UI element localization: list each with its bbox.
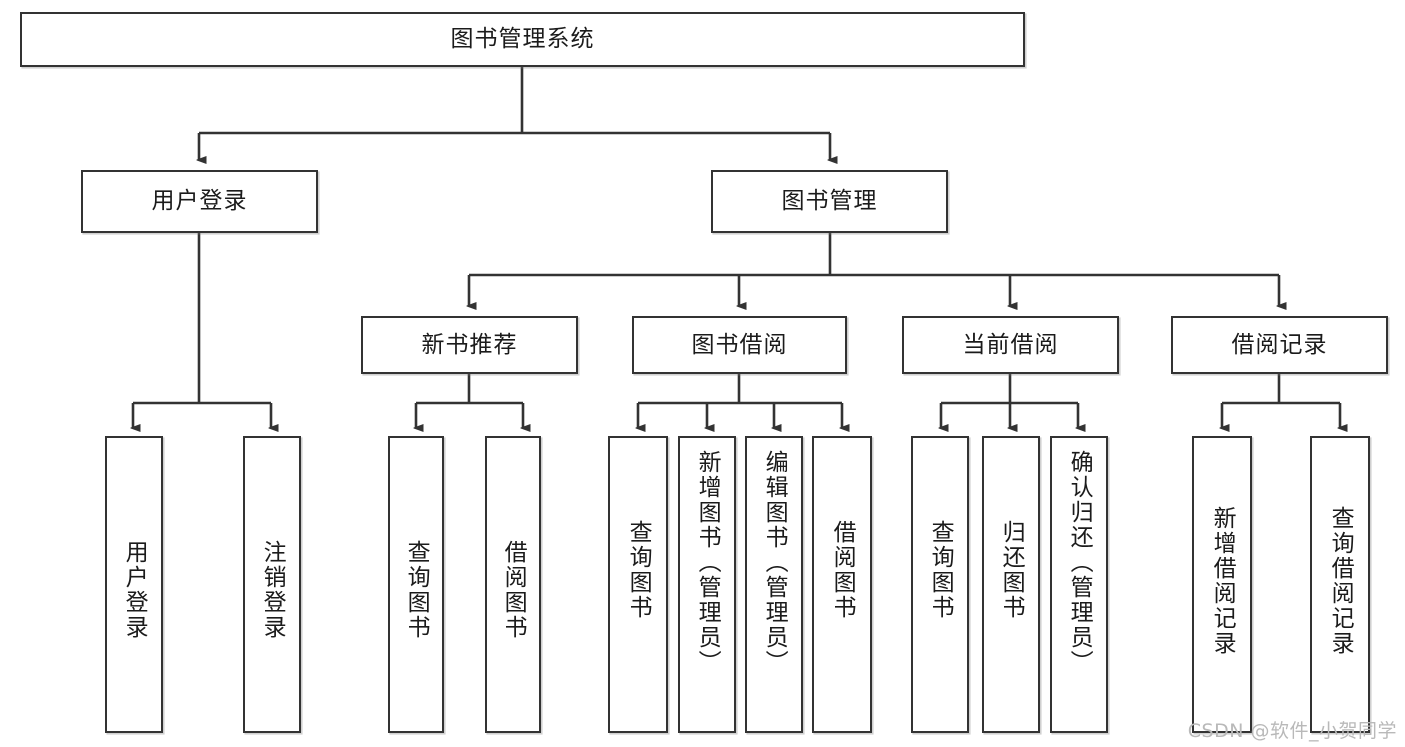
node-book-borrow[interactable]: 图书借阅 — [632, 316, 847, 374]
node-label: 新书推荐 — [421, 331, 518, 358]
node-book-management[interactable]: 图书管理 — [711, 170, 948, 233]
node-current-borrow[interactable]: 当前借阅 — [902, 316, 1119, 374]
node-label: 编辑图书（管理员） — [761, 450, 788, 675]
node-leaf-query-book-borrow[interactable]: 查询图书 — [608, 436, 668, 733]
node-label: 借阅图书 — [500, 540, 527, 640]
node-label: 查询图书 — [927, 520, 954, 620]
node-borrow-record[interactable]: 借阅记录 — [1171, 316, 1388, 374]
node-leaf-query-book-current[interactable]: 查询图书 — [911, 436, 969, 733]
node-leaf-confirm-return-admin[interactable]: 确认归还（管理员） — [1050, 436, 1108, 733]
node-leaf-return-book[interactable]: 归还图书 — [982, 436, 1040, 733]
node-user-login[interactable]: 用户登录 — [81, 170, 318, 233]
node-label: 查询图书 — [625, 520, 652, 620]
node-new-book-recommend[interactable]: 新书推荐 — [361, 316, 578, 374]
node-leaf-add-book-admin[interactable]: 新增图书（管理员） — [678, 436, 736, 733]
node-label: 图书管理系统 — [450, 26, 595, 53]
csdn-watermark: CSDN @软件_小贺同学 — [1187, 720, 1397, 742]
node-label: 借阅记录 — [1231, 331, 1328, 358]
node-leaf-add-borrow-record[interactable]: 新增借阅记录 — [1192, 436, 1252, 733]
node-leaf-borrow-book-recommend[interactable]: 借阅图书 — [485, 436, 541, 733]
node-leaf-logout[interactable]: 注销登录 — [243, 436, 301, 733]
node-leaf-borrow-book[interactable]: 借阅图书 — [812, 436, 872, 733]
node-label: 图书管理 — [781, 188, 878, 215]
node-label: 新增借阅记录 — [1209, 506, 1236, 656]
node-label: 归还图书 — [998, 520, 1025, 620]
node-label: 借阅图书 — [829, 520, 856, 620]
node-leaf-query-borrow-record[interactable]: 查询借阅记录 — [1310, 436, 1370, 733]
node-label: 注销登录 — [259, 540, 286, 640]
node-leaf-query-book-recommend[interactable]: 查询图书 — [388, 436, 444, 733]
node-label: 查询图书 — [403, 540, 430, 640]
node-root-book-management-system[interactable]: 图书管理系统 — [20, 12, 1025, 67]
node-leaf-edit-book-admin[interactable]: 编辑图书（管理员） — [745, 436, 803, 733]
node-label: 用户登录 — [121, 540, 148, 640]
node-label: 新增图书（管理员） — [694, 450, 721, 675]
node-leaf-user-login[interactable]: 用户登录 — [105, 436, 163, 733]
node-label: 图书借阅 — [691, 331, 788, 358]
node-label: 查询借阅记录 — [1327, 506, 1354, 656]
node-label: 当前借阅 — [962, 331, 1059, 358]
node-label: 用户登录 — [151, 188, 248, 215]
node-label: 确认归还（管理员） — [1066, 450, 1093, 675]
